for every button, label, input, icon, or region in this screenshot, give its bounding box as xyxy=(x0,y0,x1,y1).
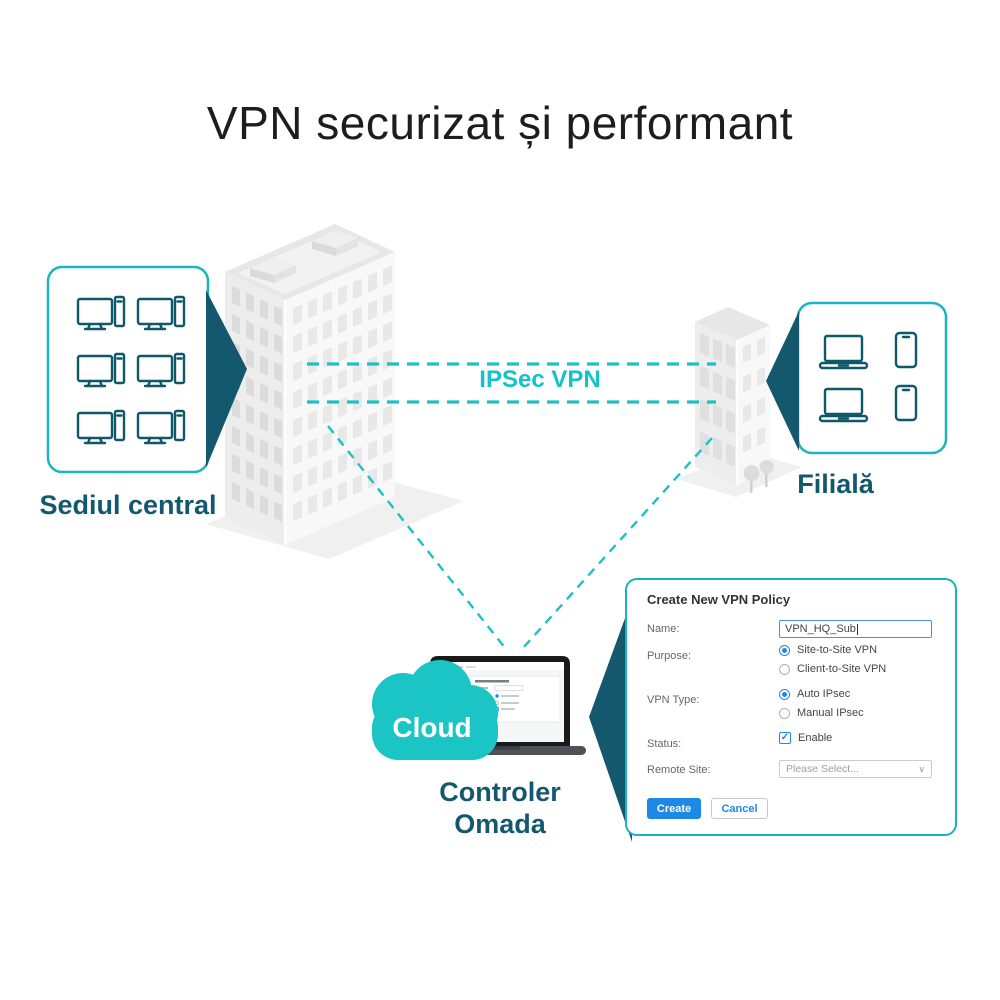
vpn-link-label: IPSec VPN xyxy=(479,366,601,393)
radio-icon[interactable] xyxy=(779,688,790,700)
remote-site-select[interactable]: Please Select... ∨ xyxy=(779,760,932,778)
tree-icon xyxy=(743,465,760,493)
desktop-computer-icon xyxy=(76,409,126,445)
chevron-down-icon: ∨ xyxy=(918,763,925,774)
radio-icon[interactable] xyxy=(779,663,790,675)
branch-label: Filială xyxy=(797,469,874,499)
radio-auto-ipsec[interactable]: Auto IPsec xyxy=(779,688,850,700)
laptop-icon xyxy=(818,387,869,423)
create-button[interactable]: Create xyxy=(647,798,701,819)
name-input[interactable]: VPN_HQ_Sub xyxy=(779,620,932,638)
radio-icon[interactable] xyxy=(779,644,790,656)
laptop-icon xyxy=(818,334,869,370)
dialog-pointer xyxy=(589,599,632,842)
name-input-value: VPN_HQ_Sub xyxy=(785,623,856,635)
radio-label: Site-to-Site VPN xyxy=(797,644,878,656)
radio-manual-ipsec[interactable]: Manual IPsec xyxy=(779,707,864,719)
radio-site-to-site-vpn[interactable]: Site-to-Site VPN xyxy=(779,644,877,656)
status-label: Status: xyxy=(647,738,682,750)
hq-label: Sediul central xyxy=(39,490,217,520)
roof-unit-icon xyxy=(312,231,358,256)
dialog-title: Create New VPN Policy xyxy=(647,592,791,607)
select-placeholder: Please Select... xyxy=(786,763,859,775)
page-title: VPN securizat și performant xyxy=(206,97,794,149)
desktop-computer-icon xyxy=(136,295,186,331)
roof-unit-icon xyxy=(250,258,296,283)
text-cursor xyxy=(856,623,858,635)
purpose-label: Purpose: xyxy=(647,650,692,662)
vpn-tunnel-lines xyxy=(307,362,716,650)
vpn-policy-dialog: Create New VPN Policy Name: VPN_HQ_Sub P… xyxy=(625,578,957,836)
radio-label: Manual IPsec xyxy=(797,707,864,719)
branch-building-illustration xyxy=(695,307,774,493)
checkbox-label: Enable xyxy=(798,732,833,744)
cloud-icon xyxy=(372,660,498,760)
enable-checkbox-row[interactable]: ✓ Enable xyxy=(779,732,832,744)
smartphone-icon xyxy=(894,331,918,369)
checkbox-checked-icon[interactable]: ✓ xyxy=(779,732,791,744)
branch-box-pointer xyxy=(766,311,799,451)
vpn-type-label: VPN Type: xyxy=(647,694,700,706)
smartphone-icon xyxy=(894,384,918,422)
radio-label: Auto IPsec xyxy=(797,688,851,700)
radio-icon[interactable] xyxy=(779,707,790,719)
radio-client-to-site-vpn[interactable]: Client-to-Site VPN xyxy=(779,663,886,675)
hq-box-pointer xyxy=(206,290,247,468)
cancel-button[interactable]: Cancel xyxy=(711,798,768,819)
controller-label: Controler Omada xyxy=(439,777,561,839)
radio-label: Client-to-Site VPN xyxy=(797,663,887,675)
name-label: Name: xyxy=(647,623,680,635)
cloud-label: Cloud xyxy=(392,712,472,743)
desktop-computer-icon xyxy=(136,352,186,388)
desktop-computer-icon xyxy=(76,295,126,331)
desktop-computer-icon xyxy=(76,352,126,388)
remote-site-label: Remote Site: xyxy=(647,764,711,776)
branch-devices-box xyxy=(796,301,948,455)
tree-icon xyxy=(759,460,774,487)
hq-building-illustration xyxy=(225,224,395,545)
desktop-computer-icon xyxy=(136,409,186,445)
